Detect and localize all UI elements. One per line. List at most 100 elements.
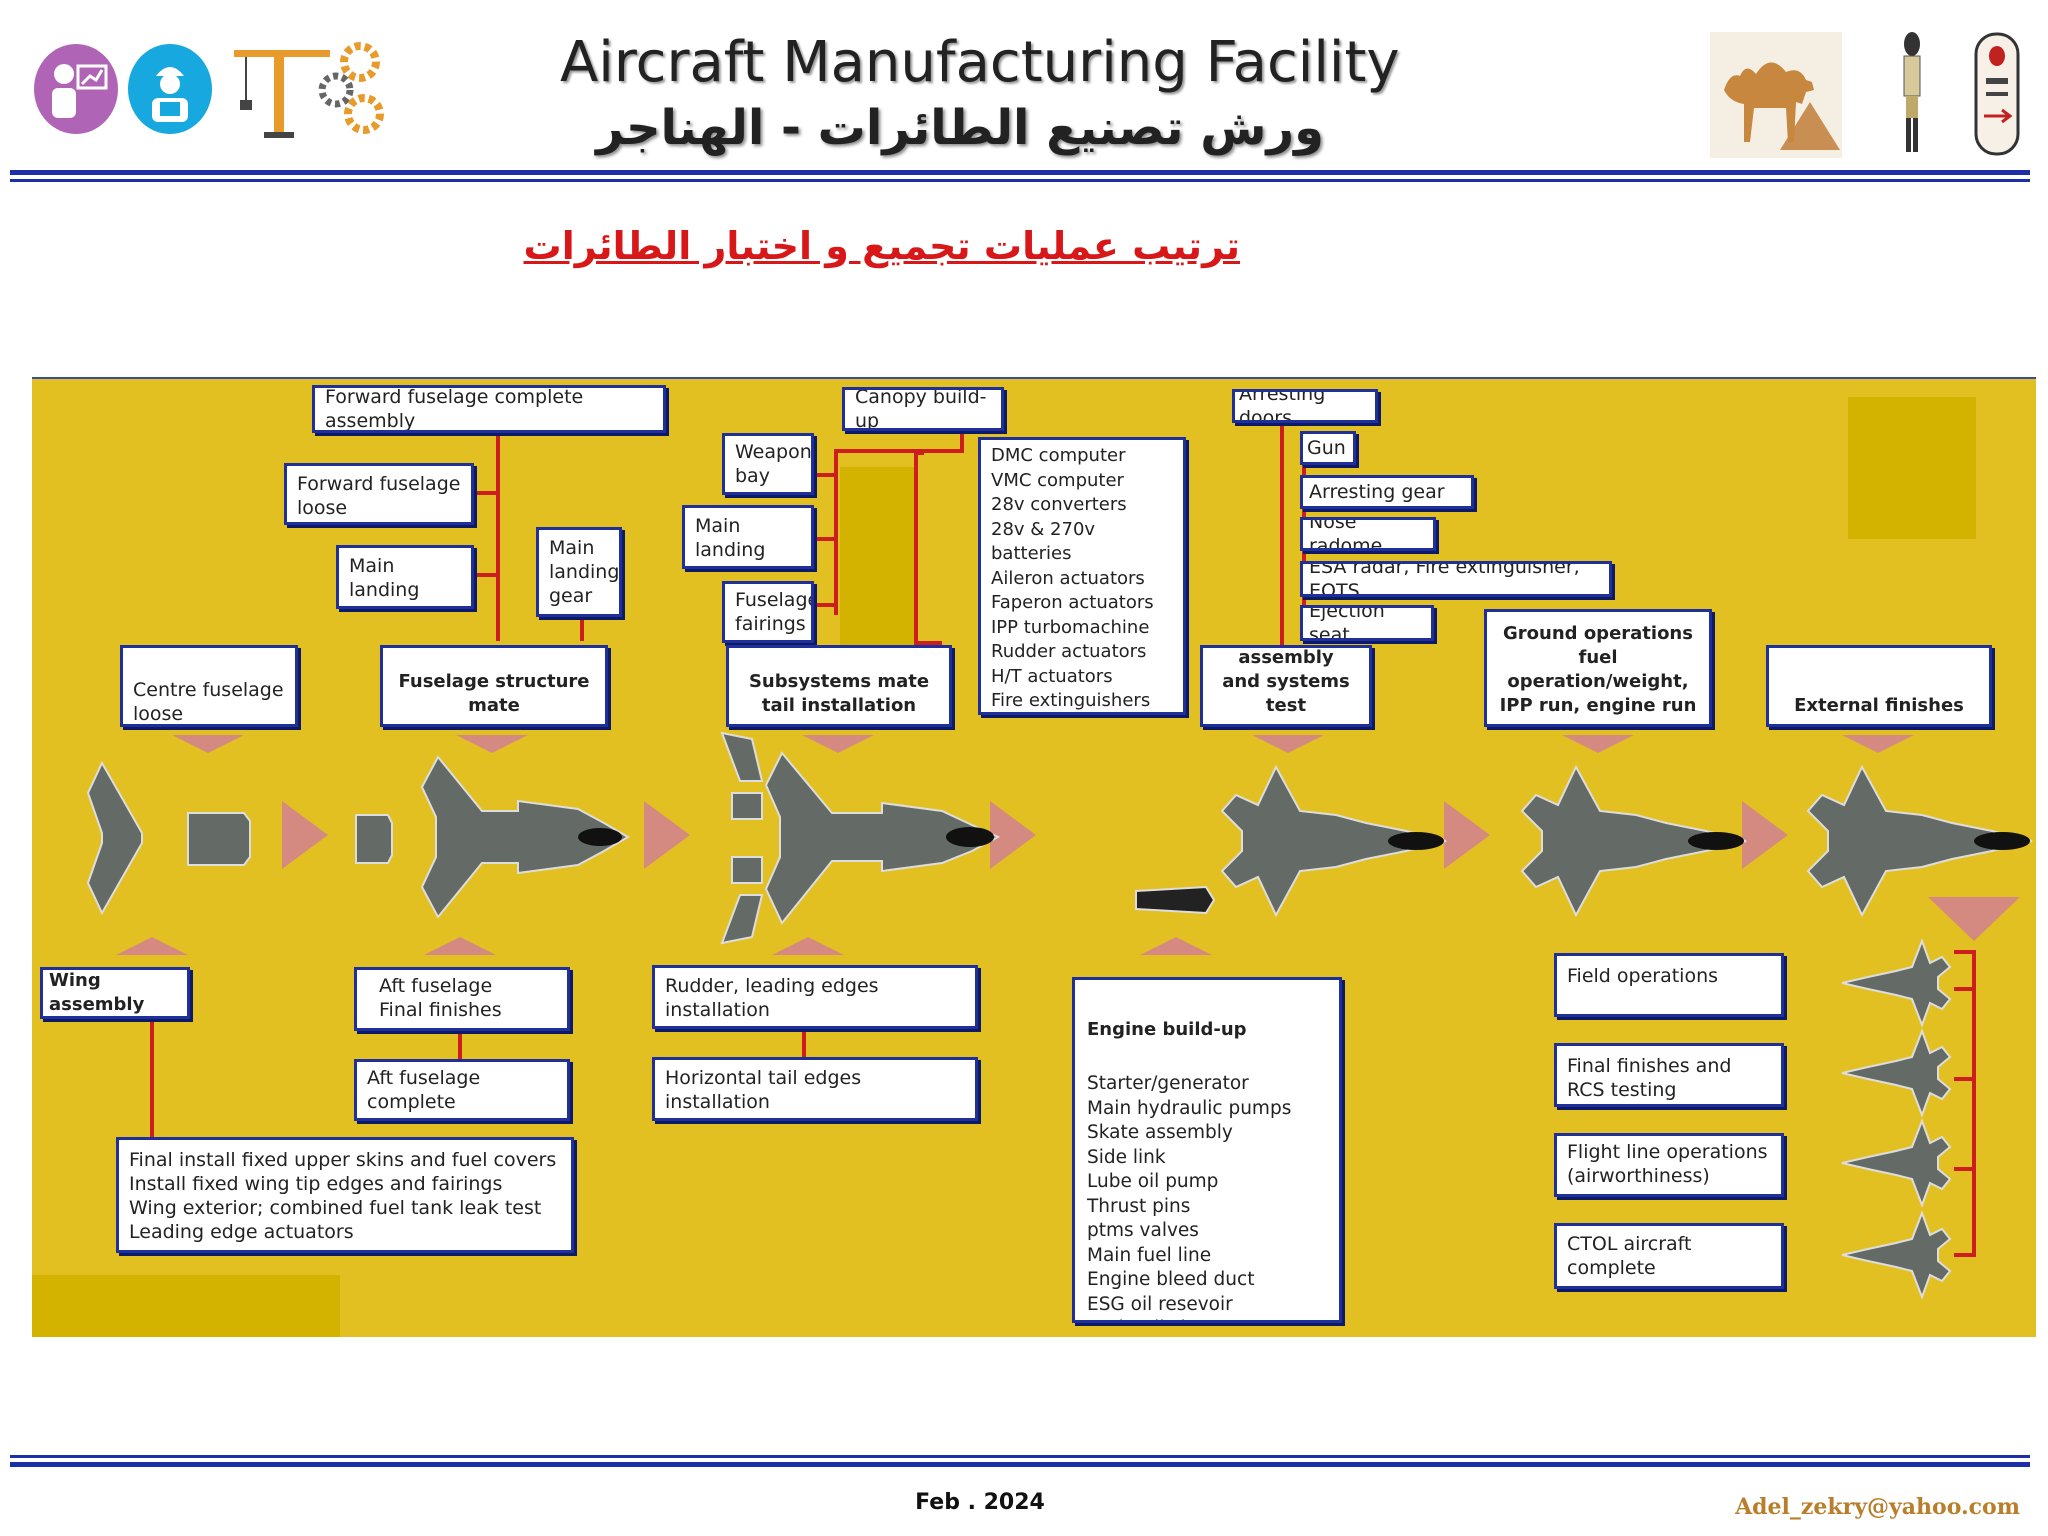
connector-line	[960, 429, 964, 453]
box-weapons-bay-doors: Weapons bay doors	[722, 433, 814, 495]
box-canopy-build-up: Canopy build-up	[842, 387, 1004, 431]
header-logos-right	[1710, 30, 2030, 160]
fighter-jet-external-finishes-illustration	[1806, 764, 2033, 918]
arrow-up	[116, 937, 188, 955]
camel-pyramid-icon	[1710, 32, 1842, 158]
flow-arrow	[644, 801, 690, 869]
connector-line	[1954, 1167, 1976, 1171]
header-title-en: Aircraft Manufacturing Facility	[560, 30, 1400, 95]
flow-arrow	[1444, 801, 1490, 869]
assembly-diagram: Forward fuselage complete assembly Forwa…	[32, 377, 2036, 1337]
flow-arrow	[1742, 801, 1788, 869]
box-subsystems-mate: Subsystems mate tail installation	[726, 645, 952, 727]
arrow-down	[1562, 735, 1634, 753]
fighter-jet-small-icon	[1841, 1118, 1952, 1208]
box-rudder-leading-edges: Rudder, leading edges installation and e…	[652, 965, 978, 1029]
box-aft-fuselage-final: Aft fuselage Final finishes	[354, 967, 570, 1031]
cartouche-icon	[1972, 32, 2022, 156]
box-gun: Gun	[1300, 431, 1356, 465]
connector-line	[834, 449, 964, 453]
box-ctol-complete: CTOL aircraft complete	[1554, 1223, 1784, 1289]
box-arresting-doors: Arresting doors	[1232, 389, 1378, 423]
connector-line	[1954, 1253, 1976, 1257]
connector-line	[580, 617, 584, 641]
box-esa-radar: ESA radar, Fire extinguisher, EOTS	[1300, 561, 1612, 597]
footer-email: Adel_zekry@yahoo.com	[1735, 1494, 2020, 1520]
connector-line	[1972, 950, 1976, 1256]
arrow-down	[456, 735, 528, 753]
box-ground-operations: Ground operations fuel operation/weight,…	[1484, 609, 1712, 727]
connector-line	[802, 1029, 806, 1067]
arrow-down	[1928, 897, 2020, 941]
box-centre-fuselage-loose: Centre fuselage loose components	[120, 645, 298, 727]
connector-line	[496, 431, 500, 641]
box-wing-details: Final install fixed upper skins and fuel…	[116, 1137, 574, 1253]
page-subtitle: ترتيب عمليات تجميع و اختبار الطائرات	[523, 224, 1240, 268]
box-forward-fuselage-complete: Forward fuselage complete assembly	[312, 385, 666, 433]
box-main-landing-gear-doors: Main landing gear doors	[682, 505, 814, 569]
box-arresting-gear: Arresting gear	[1300, 475, 1474, 509]
box-nose-radome: Nose radome	[1300, 517, 1436, 551]
box-engine-build-up: Engine build-up Starter/generator Main h…	[1072, 977, 1342, 1323]
connector-line	[914, 449, 918, 645]
box-wing-assembly: Wing assembly	[40, 967, 190, 1019]
header-title-ar: ورش تصنيع الطائرات - الهناجر	[596, 100, 1324, 156]
box-field-operations: Field operations	[1554, 953, 1784, 1017]
crane-icon	[224, 40, 334, 140]
arrow-up	[772, 937, 844, 955]
box-subsystems-list: DMC computer VMC computer 28v converters…	[978, 437, 1186, 715]
header-rule	[10, 170, 2030, 175]
flow-arrow	[990, 801, 1036, 869]
connector-line	[914, 451, 924, 455]
subsystems-mate-illustration	[720, 731, 1001, 945]
footer-rule-thin	[10, 1455, 2030, 1458]
connector-line	[458, 1029, 462, 1065]
engineer-icon	[128, 44, 212, 134]
yellow-patch	[840, 467, 914, 647]
box-final-assembly: Final assembly and systems test	[1200, 645, 1372, 727]
engine-build-up-list: Starter/generator Main hydraulic pumps S…	[1087, 1073, 1292, 1320]
engine-build-up-title: Engine build-up	[1087, 1019, 1247, 1040]
connector-line	[914, 641, 942, 645]
box-aft-fuselage-complete: Aft fuselage complete	[354, 1059, 570, 1121]
centre-fuselage-illustration	[187, 812, 251, 866]
box-main-landing-gear: Main landing gear	[536, 527, 622, 617]
forward-fuselage-illustration	[355, 814, 393, 864]
fighter-jet-small-icon	[1841, 1210, 1952, 1300]
connector-line	[834, 449, 838, 615]
yellow-patch	[1848, 397, 1976, 539]
connector-line	[1954, 1077, 1976, 1081]
fighter-jet-small-icon	[1841, 938, 1952, 1028]
box-flight-line-operations: Flight line operations (airworthiness)	[1554, 1133, 1784, 1197]
box-ejection-seat: Ejection seat	[1300, 605, 1434, 641]
arrow-up	[424, 937, 496, 955]
box-fuselage-fairings: Fuselage fairings	[722, 581, 814, 643]
fighter-jet-ground-ops-illustration	[1520, 764, 1747, 918]
arrow-down	[1842, 735, 1914, 753]
connector-line	[472, 573, 500, 577]
footer-date: Feb . 2024	[915, 1490, 1045, 1515]
flow-arrow	[282, 801, 328, 869]
arrow-down	[1252, 735, 1324, 753]
box-final-finishes-rcs: Final finishes and RCS testing	[1554, 1043, 1784, 1107]
connector-line	[1954, 950, 1976, 954]
gears-icon	[314, 40, 394, 140]
engine-illustration	[1135, 885, 1216, 915]
connector-line	[1954, 987, 1976, 991]
box-fuselage-structure-mate: Fuselage structure mate	[380, 645, 608, 727]
connector-line	[812, 537, 838, 541]
box-external-finishes: External finishes	[1766, 645, 1992, 727]
arrow-down	[802, 735, 874, 753]
connector-line	[812, 603, 838, 607]
header-rule-thin	[10, 179, 2030, 182]
fighter-jet-final-assembly-illustration	[1220, 764, 1447, 918]
connector-line	[812, 473, 838, 477]
arrow-up	[1140, 937, 1212, 955]
connector-line	[1280, 413, 1284, 645]
arrow-down	[172, 735, 244, 753]
connector-line	[150, 1017, 154, 1141]
fighter-jet-small-icon	[1841, 1028, 1952, 1118]
pharaoh-figure-icon	[1882, 30, 1942, 156]
presentation-icon	[34, 44, 118, 134]
header-logos-left	[34, 40, 394, 140]
